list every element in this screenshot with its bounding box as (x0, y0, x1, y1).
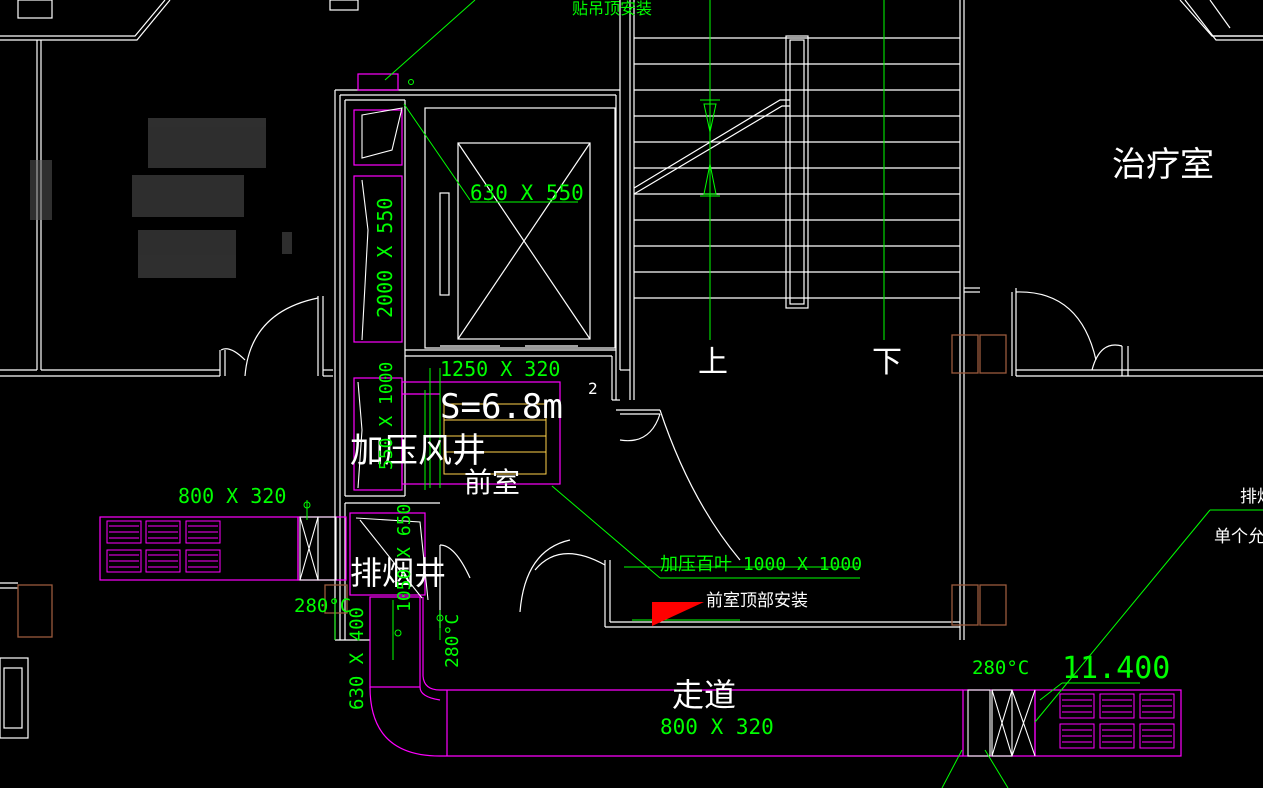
label-anteroom-top-install: 前室顶部安装 (706, 591, 808, 611)
blurred-stamp (30, 118, 292, 278)
label-elevation: 11.400 (1062, 651, 1170, 686)
area-label: S=6.8m 2 (440, 379, 598, 427)
dim-shaft-small: 550 X 1000 (376, 362, 397, 470)
room-labels: 治疗室 上 下 加压风井 前室 排烟井 走道 (350, 145, 1214, 714)
right-note-smoke: 排烟 (1240, 487, 1263, 507)
room-label-pressurization-shaft: 加压风井 (350, 431, 486, 471)
dim-shaft-vertical: 2000 X 550 (373, 198, 397, 318)
dim-exhaust-small: 1050 X 650 (394, 504, 415, 612)
fire-damper-marker (652, 602, 704, 626)
dim-corridor-duct: 800 X 320 (660, 715, 774, 739)
columns (17, 334, 1007, 638)
stair-label-down: 下 (872, 345, 902, 380)
white-notes: 前室顶部安装 排烟 单个允许 (706, 487, 1263, 611)
stair-label-up: 上 (698, 345, 728, 380)
louver-grille-right (1059, 693, 1175, 749)
ducts (99, 73, 1182, 757)
area-exponent: 2 (588, 379, 598, 398)
room-label-anteroom: 前室 (464, 466, 520, 499)
label-pressure-louver: 加压百叶 1000 X 1000 (660, 554, 862, 575)
walls (0, 0, 1263, 739)
anteroom-damper (443, 403, 547, 475)
label-temp-mid: 280°C (442, 614, 463, 668)
dim-elevator-duct: 630 X 550 (470, 181, 584, 205)
dim-louver-left: 800 X 320 (178, 484, 286, 508)
stair-arrows (703, 103, 717, 195)
room-label-corridor: 走道 (672, 676, 736, 714)
louver-grille-left (106, 520, 221, 573)
dim-anteroom-duct: 1250 X 320 (440, 357, 560, 381)
dimension-labels: 630 X 550 2000 X 550 1250 X 320 550 X 10… (178, 0, 1170, 739)
right-note-allow: 单个允许 (1214, 527, 1263, 547)
label-temp-right: 280°C (972, 657, 1029, 679)
leader-lines (303, 0, 1263, 788)
label-top-install-partial: 贴吊顶安装 (572, 0, 652, 18)
label-temp-left: 280°C (294, 595, 351, 617)
dim-vertical-duct: 630 X 400 (346, 607, 368, 710)
room-label-treatment: 治疗室 (1112, 145, 1214, 185)
dampers (299, 107, 1036, 757)
room-label-exhaust-shaft: 排烟井 (350, 554, 446, 592)
stair-treads (634, 37, 960, 299)
area-value: S=6.8m (440, 387, 563, 427)
